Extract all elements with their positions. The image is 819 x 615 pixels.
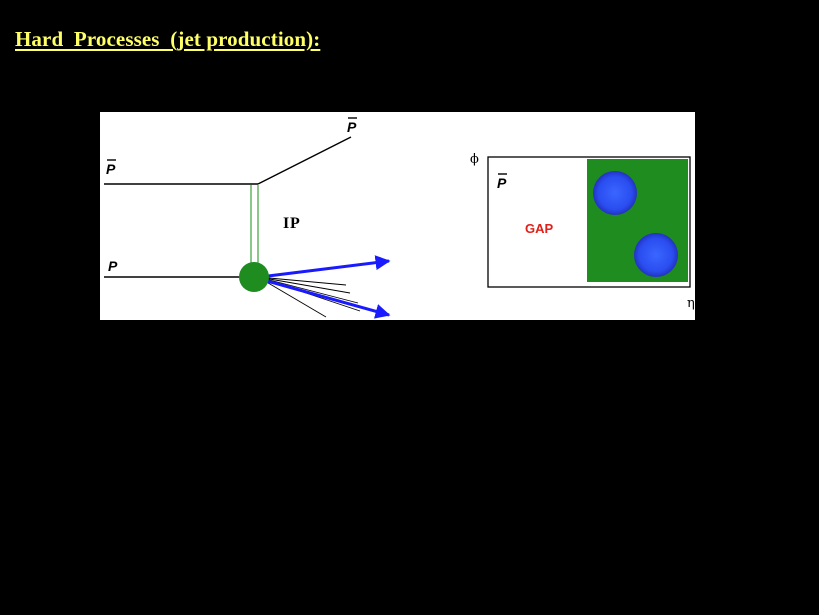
phi-axis-label: ϕ: [470, 152, 479, 167]
green-blob-icon: [239, 262, 269, 292]
plot-antiproton-label-group: P: [497, 173, 507, 191]
feynman-diagram: P P P I P: [104, 117, 391, 319]
diagram-svg: P P P I P ϕ η P GAP: [104, 117, 695, 319]
pomeron-label: P: [290, 215, 300, 232]
gap-label: GAP: [525, 221, 554, 236]
eta-axis-label: η: [687, 296, 695, 311]
diagram-panel: P P P I P ϕ η P GAP: [100, 112, 695, 320]
slide-title: Hard Processes (jet production):: [15, 27, 321, 51]
eta-phi-plot: ϕ η P GAP: [470, 152, 695, 311]
pomeron-exchange-lines: [250, 185, 259, 268]
plot-antiproton-label: P: [497, 175, 507, 191]
jet-arrow-upper: [259, 255, 391, 279]
blue-disk-icon: [634, 233, 678, 277]
antiproton-in-label: P: [106, 161, 116, 177]
remnant-lines: [257, 276, 361, 318]
jet-arrow-lower: [259, 277, 391, 319]
pomeron-prefix: I: [283, 215, 289, 232]
antiproton-out-label-group: P: [347, 117, 357, 135]
antiproton-out-label: P: [347, 119, 357, 135]
proton-label: P: [108, 258, 118, 274]
pomeron-label-group: I P: [283, 215, 300, 232]
blue-disk-icon: [593, 171, 637, 215]
antiproton-in-label-group: P: [106, 159, 116, 177]
antiproton-out-line: [257, 136, 352, 185]
